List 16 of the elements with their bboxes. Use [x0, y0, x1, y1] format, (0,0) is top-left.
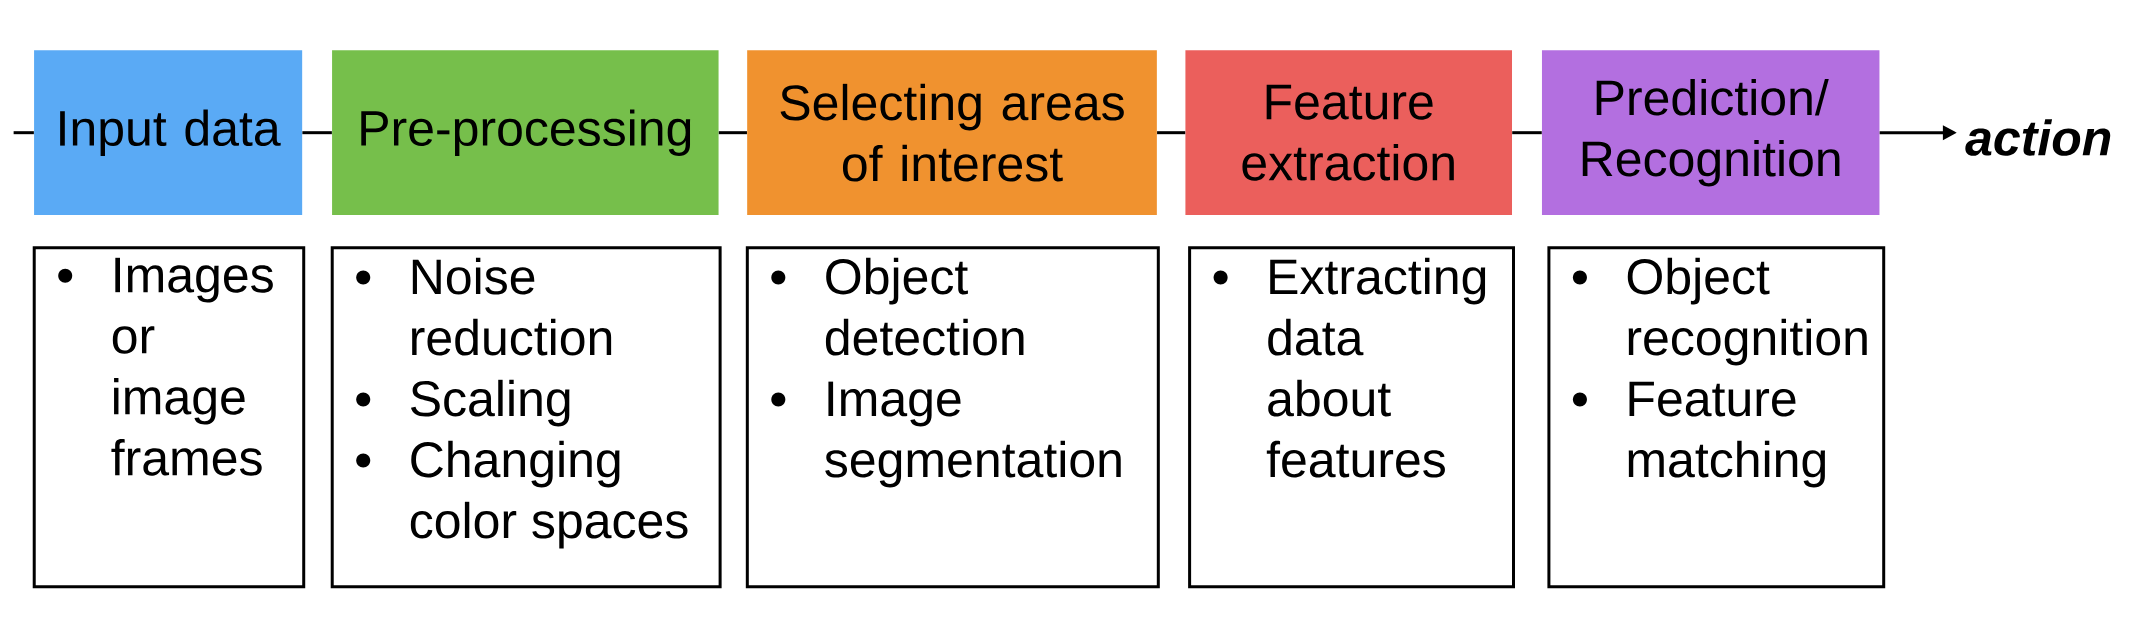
- process-box: Feature extraction: [1185, 50, 1512, 216]
- connector-line: [13, 131, 34, 135]
- process-box: Prediction/ Recognition: [1541, 50, 1880, 216]
- connector-line: [1512, 131, 1542, 135]
- bullet-list-box: Noise reduction Scaling Changing color spaces: [330, 246, 722, 589]
- bullet-list-box: Images or image frames: [32, 246, 306, 589]
- connector-line: [718, 131, 747, 135]
- bullet-list-box: Extracting data about features: [1188, 246, 1515, 589]
- output-label: action: [1965, 119, 2111, 156]
- connector-line: [1157, 131, 1186, 135]
- bullet-list-box: Object detection Image segmentation: [745, 246, 1160, 589]
- process-box: Pre-processing: [332, 50, 719, 216]
- connector-line: [302, 131, 332, 135]
- bullet-list-box: Object recognition Feature matching: [1547, 246, 1886, 589]
- process-box: Input data: [34, 50, 303, 216]
- process-box: Selecting areas of interest: [747, 50, 1157, 216]
